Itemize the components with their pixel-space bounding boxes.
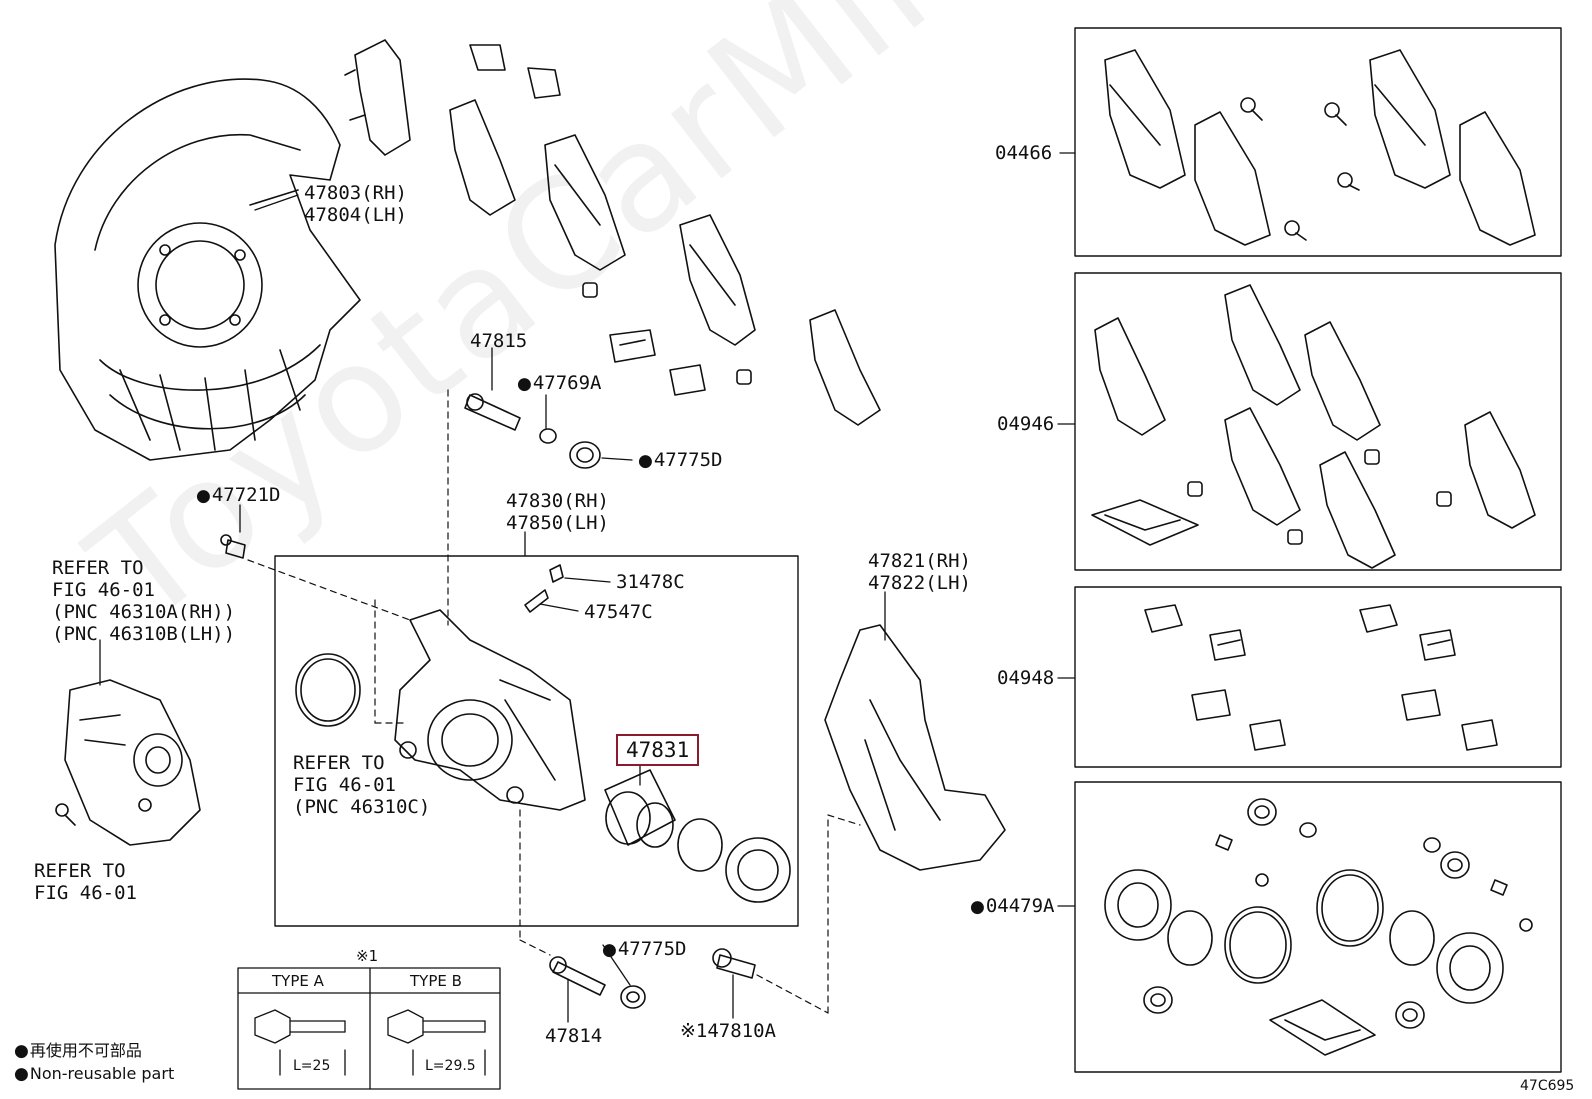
label-47775D-bottom[interactable]: 47775D: [602, 938, 687, 961]
type-b-length: L=29.5: [425, 1058, 476, 1074]
caliper-mount-drawing: [824, 624, 1006, 871]
refer-line: FIG 46-01: [52, 579, 155, 601]
refer-line: REFER TO: [293, 752, 385, 774]
label-04466[interactable]: 04466: [995, 142, 1053, 164]
caliper-body-drawing: [295, 609, 791, 903]
dashed-lines: [247, 389, 861, 1014]
label-47822[interactable]: 47822(LH): [868, 572, 971, 594]
type-a-header: TYPE A: [272, 972, 324, 990]
label-47830[interactable]: 47830(RH): [506, 490, 609, 512]
refer-line: (PNC 46310A(RH)): [52, 601, 236, 623]
label-47831-highlighted[interactable]: 47831: [616, 734, 700, 766]
pin-drawings: [55, 393, 756, 1009]
label-47821[interactable]: 47821(RH): [868, 550, 971, 572]
label-47804[interactable]: 47804(LH): [304, 204, 407, 226]
refer-line: REFER TO: [52, 557, 144, 579]
label-47721D[interactable]: 47721D: [196, 484, 281, 507]
refer-line: REFER TO: [34, 860, 126, 882]
refer-line: FIG 46-01: [34, 882, 137, 904]
label-31478C[interactable]: 31478C: [616, 571, 685, 593]
label-04479A-text: 04479A: [985, 895, 1055, 917]
caliper-box: [274, 555, 799, 927]
legend-en: Non-reusable part: [14, 1063, 174, 1085]
label-04946[interactable]: 04946: [997, 413, 1055, 435]
label-47814[interactable]: 47814: [545, 1025, 603, 1047]
refer-note-actuator: REFER TO FIG 46-01 (PNC 46310A(RH)) (PNC…: [52, 557, 235, 645]
figure-code: 47C695: [1520, 1078, 1575, 1094]
legend-jp: 再使用不可部品: [14, 1040, 142, 1062]
refer-line: (PNC 46310B(LH)): [52, 623, 236, 645]
type-b-header: TYPE B: [410, 972, 462, 990]
kit-04479A-drawing: [1104, 798, 1533, 1056]
refer-note-caliper: REFER TO FIG 46-01 (PNC 46310C): [293, 752, 430, 818]
label-47810A[interactable]: ※147810A: [680, 1020, 776, 1042]
label-47815[interactable]: 47815: [470, 330, 528, 352]
kit-box-04946: [1074, 272, 1562, 571]
label-04479A[interactable]: 04479A: [970, 895, 1055, 918]
kit-04946-drawing: [1091, 284, 1536, 569]
label-47721D-text: 47721D: [211, 484, 281, 506]
kit-04948-drawing: [1144, 604, 1498, 751]
label-47775D-top-text: 47775D: [653, 449, 723, 471]
label-47769A[interactable]: 47769A: [517, 372, 602, 395]
label-47547C[interactable]: 47547C: [584, 601, 653, 623]
actuator-drawing: [64, 679, 201, 846]
label-04948[interactable]: 04948: [997, 667, 1055, 689]
kit-box-04479A: [1074, 781, 1562, 1073]
refer-line: FIG 46-01: [293, 774, 396, 796]
kit-box-04948: [1074, 586, 1562, 768]
refer-line: (PNC 46310C): [293, 796, 431, 818]
brake-pad-drawings: [344, 39, 881, 426]
label-47850[interactable]: 47850(LH): [506, 512, 609, 534]
type-table-note: ※1: [356, 947, 379, 965]
type-table-drawing: [237, 967, 501, 1090]
refer-note-screw: REFER TO FIG 46-01: [34, 860, 137, 904]
label-47803[interactable]: 47803(RH): [304, 182, 407, 204]
kit-04466-drawing: [1104, 49, 1536, 246]
kit-box-04466: [1074, 27, 1562, 257]
legend-jp-text: 再使用不可部品: [29, 1041, 142, 1060]
dust-cover-drawing: [54, 78, 361, 461]
legend-en-text: Non-reusable part: [29, 1064, 175, 1083]
label-47775D-top[interactable]: 47775D: [638, 449, 723, 472]
label-47775D-bottom-text: 47775D: [617, 938, 687, 960]
label-47769A-text: 47769A: [532, 372, 602, 394]
type-a-length: L=25: [293, 1058, 331, 1074]
